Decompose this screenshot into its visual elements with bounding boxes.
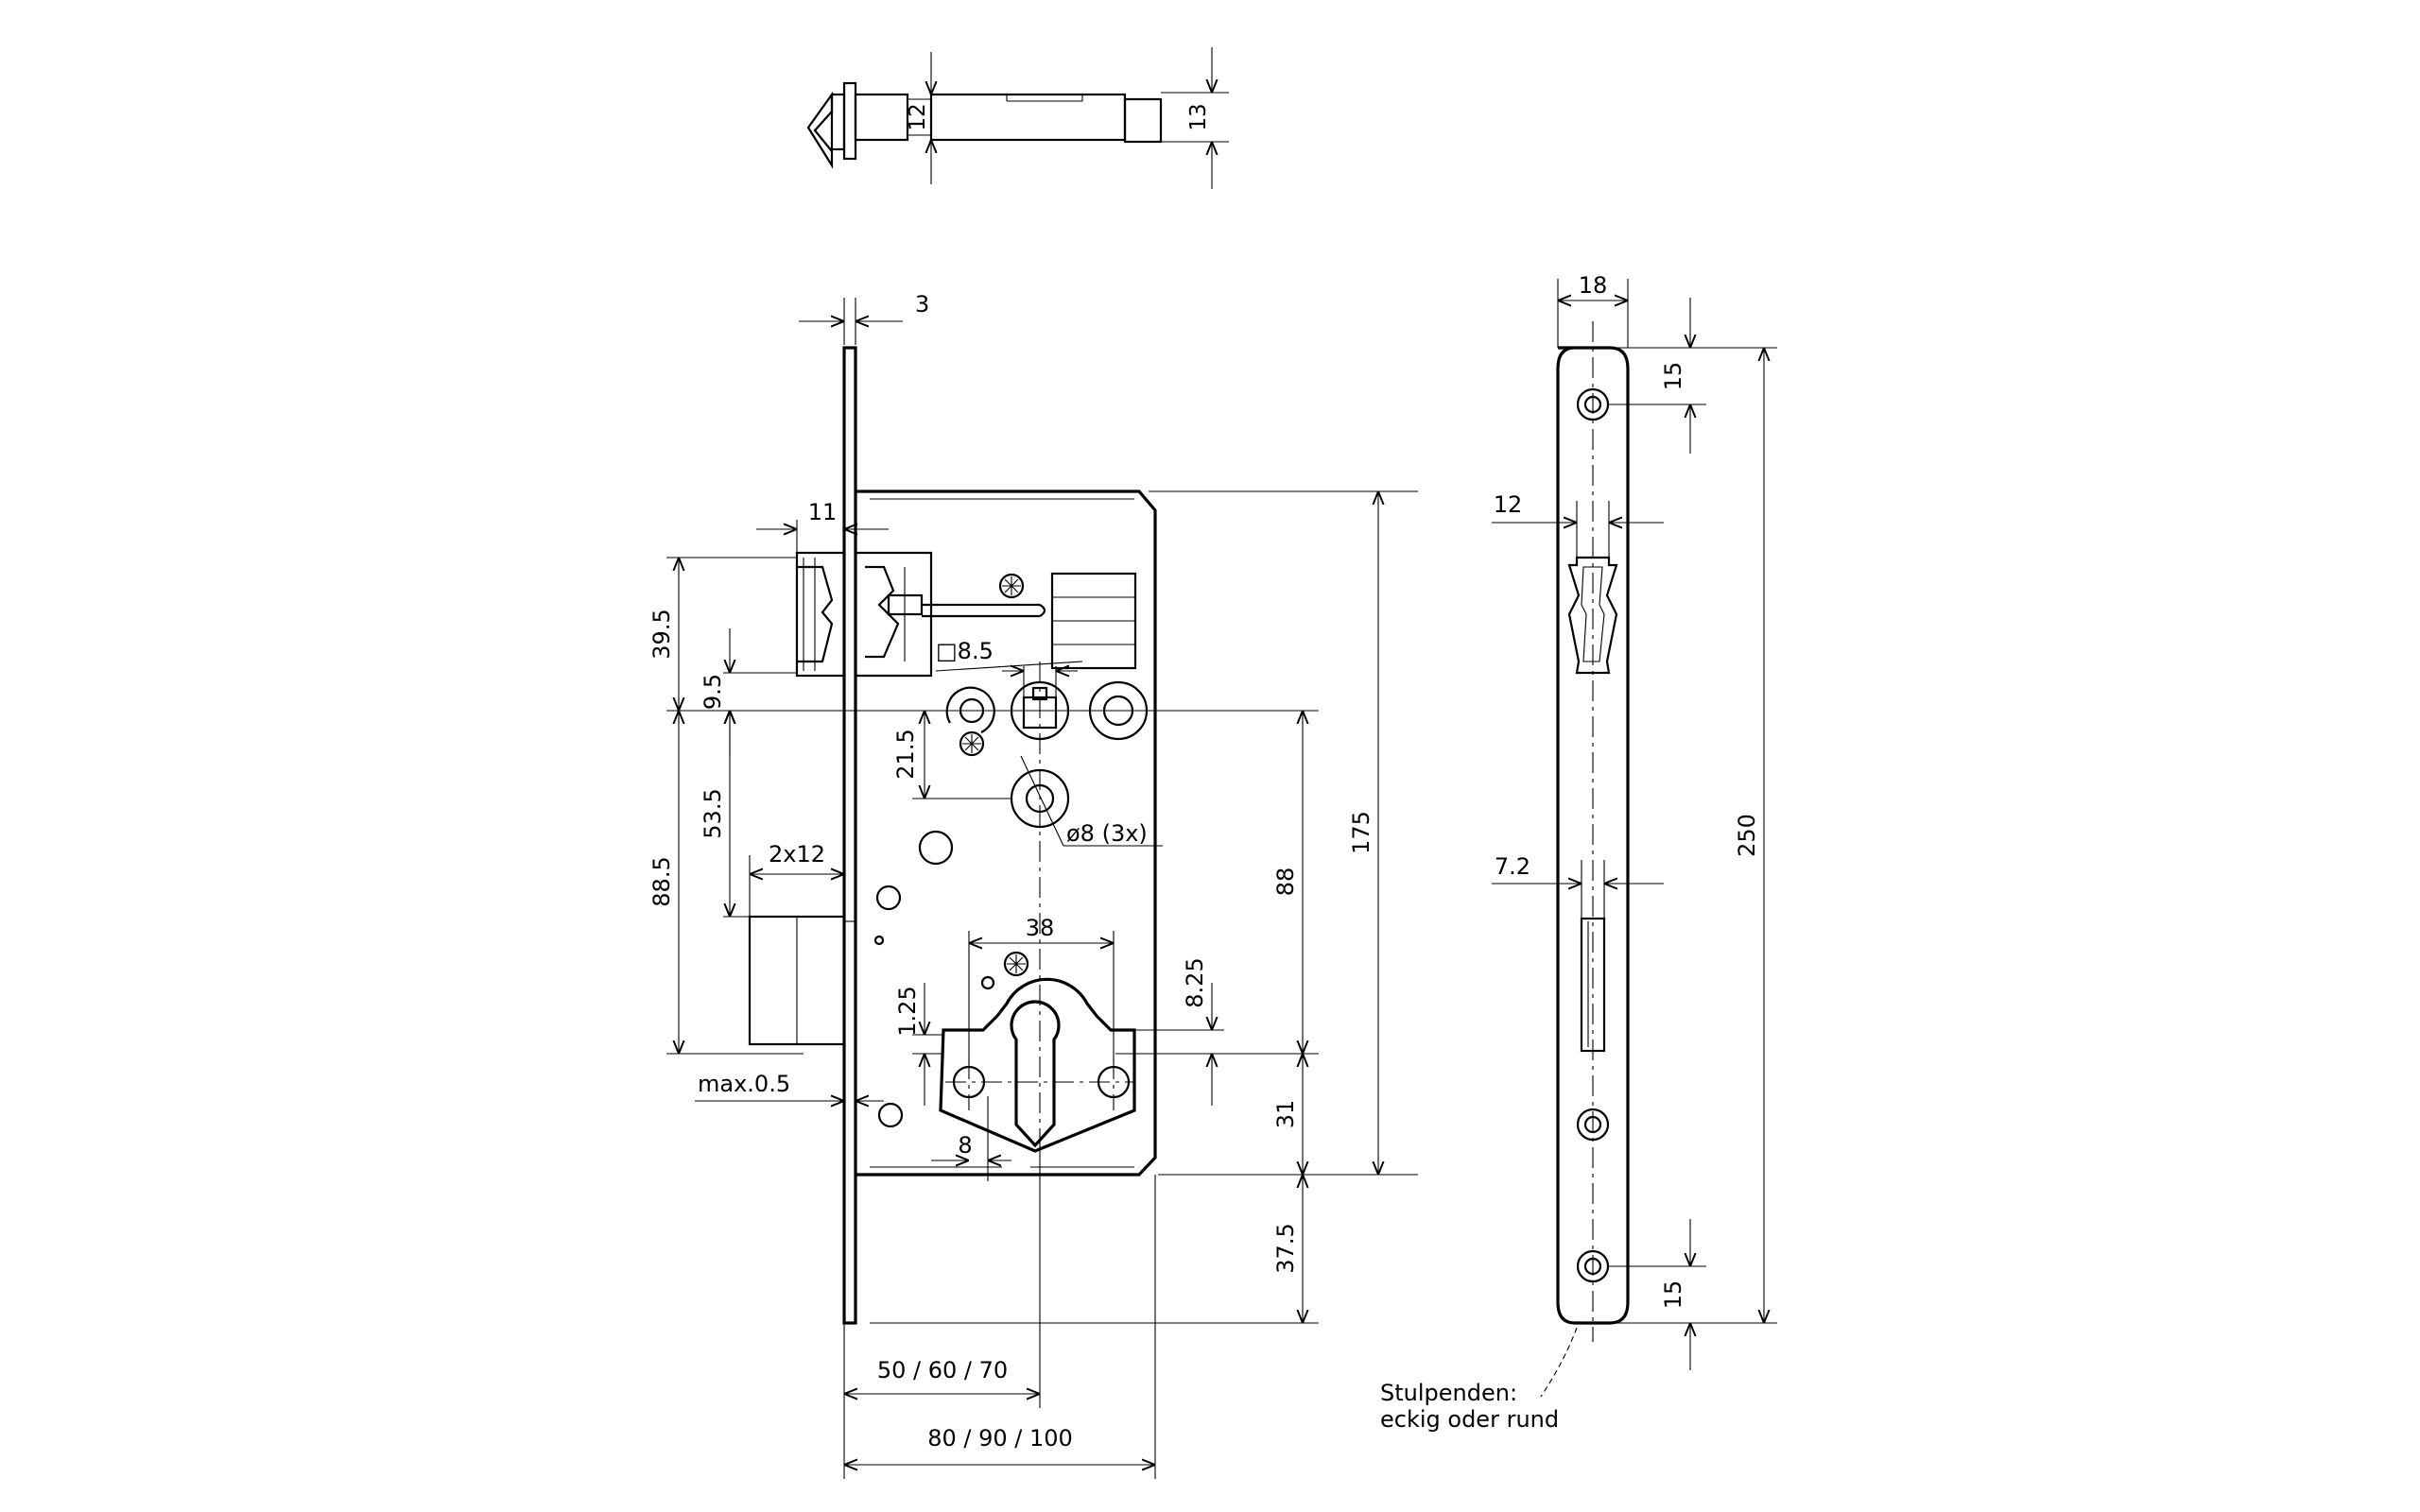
dim-hole-spacing: 38 xyxy=(1026,915,1055,941)
cylinder-cutout xyxy=(939,977,1136,1153)
dim-faceplate-length: 250 xyxy=(1734,814,1760,857)
dim-follower-offset: 9.5 xyxy=(700,674,726,710)
dim-faceplate-bottom-offset: 37.5 xyxy=(1272,1223,1299,1273)
screw-hole-middle xyxy=(1576,1108,1610,1142)
screw-head xyxy=(998,573,1025,599)
dim-distance: 88 xyxy=(1272,868,1299,897)
dim-bolt-throw: 2x12 xyxy=(769,841,825,868)
latch-bolt xyxy=(795,551,1046,678)
dim-latch-height: 13 xyxy=(1186,103,1211,130)
side-view: 18 15 12 7.2 250 15 Stulpenden: eckig od… xyxy=(1380,272,1777,1433)
deadbolt xyxy=(748,915,856,1046)
dim-latch-projection: 11 xyxy=(808,499,838,525)
dim-bolt-height: 12 xyxy=(906,103,930,130)
dim-case-height: 175 xyxy=(1348,811,1374,854)
dim-faceplate-end-top: 15 xyxy=(1660,362,1686,391)
faceplate-side xyxy=(1556,346,1630,1325)
note-faceplate-ends-line1: Stulpenden: xyxy=(1380,1380,1517,1406)
dim-follower-to-bolt: 53.5 xyxy=(700,788,726,838)
dim-faceplate-end-bottom: 15 xyxy=(1660,1280,1686,1310)
dim-latch-to-follower: 39.5 xyxy=(648,609,675,659)
front-view: 3 11 39.5 9.5 53.5 88.5 2x12 xyxy=(648,291,1418,1479)
dim-bolt-opening-width: 7.2 xyxy=(1495,853,1530,880)
dim-faceplate-width: 18 xyxy=(1579,272,1608,299)
dim-case-bottom-offset: 31 xyxy=(1272,1100,1299,1129)
dim-max-gap: max.0.5 xyxy=(698,1071,790,1097)
dim-case-depth: 80 / 90 / 100 xyxy=(927,1425,1073,1452)
dim-backset: 50 / 60 / 70 xyxy=(877,1357,1008,1383)
dim-follower-to-hole: 21.5 xyxy=(892,729,919,779)
dim-faceplate-thickness: 3 xyxy=(915,291,929,318)
top-view: 12 13 xyxy=(806,47,1229,189)
dim-cylinder-top: 8.25 xyxy=(1182,957,1208,1007)
faceplate xyxy=(842,346,857,1325)
dim-square-follower: □8.5 xyxy=(936,638,994,664)
dim-hole-offset: 8 xyxy=(958,1132,972,1159)
dim-cylinder-offset: 1.25 xyxy=(894,986,921,1036)
dim-fixing-holes: ø8 (3x) xyxy=(1066,820,1148,847)
ring-hole xyxy=(945,686,995,733)
dim-latch-opening-width: 12 xyxy=(1494,491,1523,518)
dim-follower-to-cylinder: 88.5 xyxy=(648,856,675,906)
latch-opening xyxy=(1567,556,1618,675)
note-faceplate-ends-line2: eckig oder rund xyxy=(1380,1406,1559,1433)
bolt-opening xyxy=(1580,917,1606,1053)
